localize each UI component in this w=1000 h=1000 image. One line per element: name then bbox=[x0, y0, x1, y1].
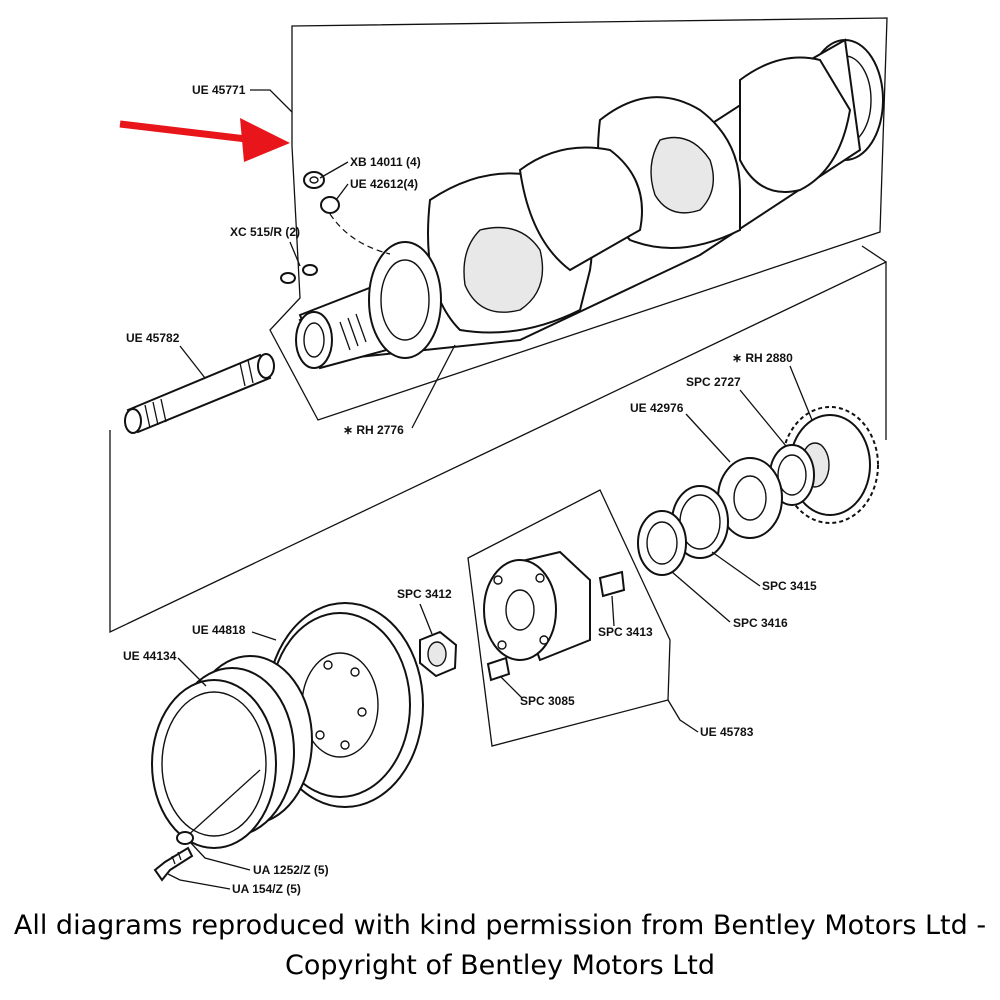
leader-ue42612 bbox=[335, 183, 349, 201]
leader-ue44134 bbox=[177, 657, 207, 687]
leader-rh2776 bbox=[411, 344, 456, 429]
label-xc515r: XC 515/R (2) bbox=[230, 225, 300, 239]
label-spc3413: SPC 3413 bbox=[598, 625, 653, 639]
label-spc3085: SPC 3085 bbox=[520, 694, 575, 708]
label-ue45782: UE 45782 bbox=[126, 331, 180, 345]
label-spc3412: SPC 3412 bbox=[397, 587, 452, 601]
leader-ue42976 bbox=[685, 413, 731, 463]
hub-ue42976 bbox=[717, 457, 783, 539]
label-ue42612: UE 42612(4) bbox=[350, 177, 418, 191]
leader-ua154z bbox=[167, 873, 231, 890]
nut-spc3412 bbox=[419, 630, 458, 678]
keys-xc515r-icon bbox=[280, 264, 318, 284]
leader-rh2880 bbox=[789, 365, 813, 421]
leader-ua1252z bbox=[189, 841, 251, 871]
label-ue42976: UE 42976 bbox=[630, 401, 684, 415]
leader-spc3412 bbox=[419, 603, 433, 635]
pulley-ue44134 bbox=[151, 655, 313, 849]
pulley-bolt-line bbox=[184, 769, 261, 839]
crankshaft bbox=[295, 38, 884, 370]
label-spc3415: SPC 3415 bbox=[762, 579, 817, 593]
label-ue44818: UE 44818 bbox=[192, 623, 246, 637]
leader-ue45783 bbox=[667, 699, 699, 733]
red-pointer-arrow bbox=[119, 118, 290, 162]
label-ue45783: UE 45783 bbox=[700, 725, 754, 739]
pin-spc3413 bbox=[598, 570, 626, 598]
leader-ue44818 bbox=[251, 631, 277, 641]
leader-ue45771 bbox=[250, 89, 293, 113]
dowel-path bbox=[329, 213, 391, 255]
leader-spc2727 bbox=[739, 389, 787, 447]
leader-spc3416 bbox=[671, 571, 731, 623]
label-spc3416: SPC 3416 bbox=[733, 616, 788, 630]
lower-assembly-outline bbox=[109, 260, 887, 634]
washer-ua1252z bbox=[176, 831, 194, 845]
leader-ue45782 bbox=[179, 345, 206, 379]
long-bolt-ue45782 bbox=[124, 353, 275, 434]
bolt-xb14011-icon bbox=[303, 171, 325, 189]
pin-spc3085 bbox=[486, 656, 511, 682]
copyright-caption: All diagrams reproduced with kind permis… bbox=[0, 906, 1000, 986]
dowel-ue42612-icon bbox=[320, 196, 340, 214]
label-spc2727: SPC 2727 bbox=[686, 375, 741, 389]
leader-spc3085 bbox=[499, 675, 523, 699]
caption-line-1: All diagrams reproduced with kind permis… bbox=[13, 910, 987, 941]
leader-xb14011 bbox=[319, 161, 349, 179]
bolt-ua154z bbox=[153, 846, 194, 882]
leader-spc3413 bbox=[611, 595, 615, 627]
crankshaft-group-outline bbox=[269, 17, 888, 421]
label-rh2880: ∗ RH 2880 bbox=[732, 351, 793, 365]
leader-spc3415 bbox=[711, 551, 761, 587]
label-ue44134: UE 44134 bbox=[123, 649, 177, 663]
lower-outline-right bbox=[861, 245, 887, 263]
label-xb14011: XB 14011 (4) bbox=[350, 155, 421, 169]
hub-ue45783 bbox=[483, 550, 591, 662]
washer-spc3415 bbox=[671, 485, 729, 559]
hub-group-outline bbox=[467, 489, 671, 747]
leader-xc515r bbox=[289, 241, 301, 267]
caption-line-2: Copyright of Bentley Motors Ltd bbox=[284, 950, 716, 981]
label-ua154z: UA 154/Z (5) bbox=[232, 882, 301, 896]
exploded-crankshaft-diagram: UE 45771 XB 14011 (4) UE 42612(4) XC 515… bbox=[109, 17, 888, 896]
label-ua1252z: UA 1252/Z (5) bbox=[253, 863, 329, 877]
label-ue45771: UE 45771 bbox=[192, 83, 246, 97]
nut-spc3416 bbox=[637, 510, 687, 576]
label-rh2776: ∗ RH 2776 bbox=[343, 423, 404, 437]
